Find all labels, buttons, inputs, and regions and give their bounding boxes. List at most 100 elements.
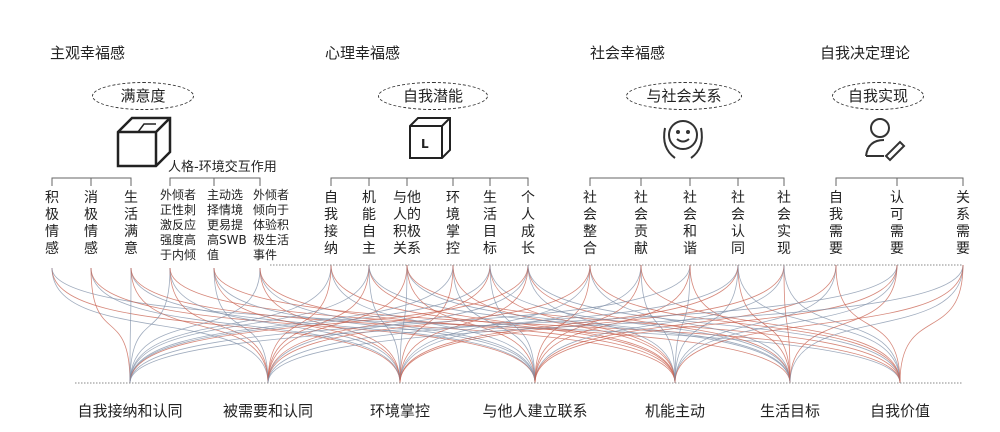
- connection-curve: [589, 264, 901, 384]
- connection-curve: [368, 264, 401, 384]
- item-label: 消极情感: [84, 190, 98, 257]
- item-label: 自我需要: [829, 190, 843, 257]
- connection-curve: [835, 264, 901, 384]
- connection-curve: [259, 267, 401, 384]
- connection-curve: [674, 264, 898, 384]
- connection-curve: [129, 264, 691, 384]
- interaction-label: 人格-环境交互作用: [168, 160, 277, 175]
- user-edit-icon: [865, 118, 906, 162]
- item-label: 个人成长: [521, 190, 535, 257]
- connection-curve: [129, 264, 491, 384]
- connection-curve: [129, 264, 898, 384]
- connection-curve: [783, 264, 901, 384]
- connection-curve: [129, 264, 454, 384]
- connection-curve: [368, 264, 791, 384]
- outcome-label: 与他人建立联系: [482, 402, 588, 420]
- bracket-lines: [51, 177, 964, 186]
- connection-curve: [674, 264, 837, 384]
- item-label: 外倾者倾向于体验积极生活事件: [253, 188, 290, 262]
- connection-curve: [737, 264, 791, 384]
- item-label: 生活目标: [483, 190, 497, 257]
- item-label: 积极情感: [45, 190, 59, 257]
- cube-l-icon: L: [409, 117, 451, 159]
- hands-face-icon: [663, 120, 703, 159]
- connection-curve: [267, 264, 408, 384]
- connection-curve: [674, 264, 739, 384]
- connection-curve: [267, 264, 591, 384]
- connection-curve: [169, 267, 401, 384]
- outcome-label: 自我价值: [869, 402, 931, 420]
- connection-curve: [213, 267, 401, 384]
- connection-curve: [169, 267, 269, 384]
- connection-curve: [674, 264, 964, 384]
- connection-curve: [129, 264, 370, 384]
- connection-curve: [267, 264, 332, 384]
- connection-curve: [90, 267, 131, 384]
- connection-curve: [267, 264, 491, 384]
- connection-curve: [534, 264, 785, 384]
- connection-curve: [130, 267, 269, 384]
- item-label: 社会认同: [731, 190, 745, 257]
- outcome-label: 环境掌控: [369, 402, 431, 420]
- connection-curve: [789, 264, 898, 384]
- connection-curve: [489, 264, 676, 384]
- connection-curve: [399, 264, 591, 384]
- connection-curve: [51, 267, 269, 384]
- oval-label: 自我实现: [832, 82, 924, 110]
- connection-curve: [129, 267, 261, 384]
- connection-curve: [527, 264, 676, 384]
- connection-curve: [267, 264, 529, 384]
- connection-curve: [129, 264, 332, 384]
- connection-curve: [259, 267, 536, 384]
- outcome-label: 机能主动: [644, 402, 706, 420]
- item-label: 机能自主: [362, 190, 376, 257]
- oval-label: 自我潜能: [378, 82, 488, 110]
- connection-curve: [259, 267, 676, 384]
- connection-curve: [899, 264, 964, 384]
- outcome-label: 生活目标: [759, 402, 821, 420]
- item-label: 环境掌控: [446, 190, 460, 257]
- connection-curve: [689, 264, 791, 384]
- connection-curve: [129, 267, 132, 384]
- connection-curve: [129, 267, 171, 384]
- connection-curve: [129, 264, 529, 384]
- item-label: 关系需要: [956, 190, 970, 257]
- connection-curve: [399, 264, 529, 384]
- item-label: 与他人的积极关系: [393, 190, 421, 257]
- connection-curve: [534, 264, 898, 384]
- connection-curve: [534, 264, 591, 384]
- section-title: 社会幸福感: [590, 44, 666, 62]
- item-label: 生活满意: [124, 190, 138, 257]
- cube-icon: [116, 116, 172, 168]
- connection-curve: [640, 264, 901, 384]
- outcome-label: 被需要和认同: [222, 402, 314, 420]
- item-label: 认可需要: [890, 190, 904, 257]
- connection-curve: [213, 267, 536, 384]
- connection-curve: [267, 264, 370, 384]
- item-label: 社会贡献: [634, 190, 648, 257]
- item-label: 主动选择情境更易提高SWB值: [207, 188, 247, 262]
- item-label: 外倾者正性刺激反应强度高于内倾: [160, 188, 197, 262]
- section-title: 主观幸福感: [50, 44, 126, 62]
- connection-curve: [406, 264, 536, 384]
- item-label: 社会实现: [777, 190, 791, 257]
- connection-curve: [51, 267, 401, 384]
- connection-curve: [399, 264, 408, 384]
- connection-curve: [399, 264, 785, 384]
- item-label: 社会整合: [583, 190, 597, 257]
- connection-curve: [534, 264, 837, 384]
- connection-curve: [452, 264, 676, 384]
- outcome-label: 自我接纳和认同: [77, 402, 183, 420]
- connection-curve: [406, 264, 901, 384]
- oval-label: 满意度: [92, 82, 194, 110]
- connection-curve: [489, 264, 791, 384]
- svg-text:L: L: [421, 137, 429, 151]
- connection-curve: [330, 264, 536, 384]
- item-label: 自我接纳: [324, 190, 338, 257]
- oval-label: 与社会关系: [626, 82, 742, 110]
- section-title: 自我决定理论: [820, 44, 911, 62]
- connection-curve: [406, 264, 791, 384]
- connection-curve: [399, 264, 739, 384]
